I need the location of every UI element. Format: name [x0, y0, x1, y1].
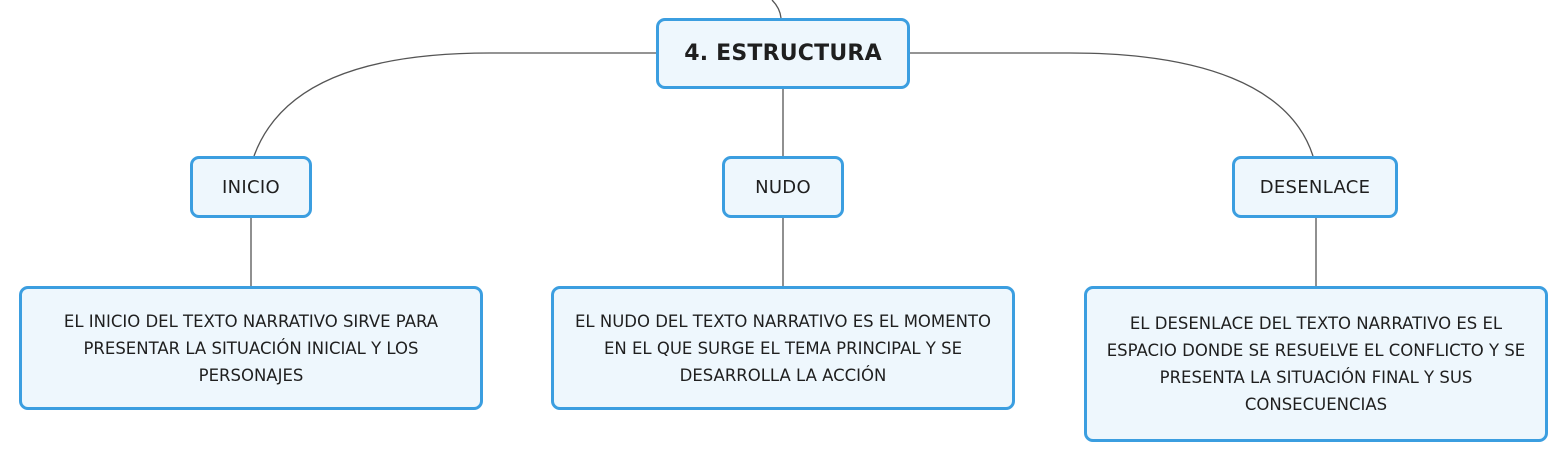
branch-node-desenlace[interactable]: DESENLACE: [1232, 156, 1398, 218]
description-node-desenlace[interactable]: EL DESENLACE DEL TEXTO NARRATIVO ES EL E…: [1084, 286, 1548, 442]
description-nudo-text: EL NUDO DEL TEXTO NARRATIVO ES EL MOMENT…: [575, 311, 991, 385]
root-node-label: 4. ESTRUCTURA: [684, 41, 882, 66]
description-node-nudo[interactable]: EL NUDO DEL TEXTO NARRATIVO ES EL MOMENT…: [551, 286, 1015, 410]
connector-root-inicio: [253, 52, 656, 157]
branch-node-nudo[interactable]: NUDO: [722, 156, 844, 218]
description-node-inicio[interactable]: EL INICIO DEL TEXTO NARRATIVO SIRVE PARA…: [19, 286, 483, 410]
connector-from-parent: [771, 0, 782, 19]
description-inicio-text: EL INICIO DEL TEXTO NARRATIVO SIRVE PARA…: [63, 311, 439, 385]
branch-node-desenlace-label: DESENLACE: [1259, 176, 1371, 198]
description-desenlace-text: EL DESENLACE DEL TEXTO NARRATIVO ES EL E…: [1106, 314, 1526, 414]
branch-node-inicio-label: INICIO: [222, 176, 280, 198]
connector-root-desenlace: [910, 52, 1314, 157]
branch-node-nudo-label: NUDO: [755, 176, 811, 198]
root-node-estructura[interactable]: 4. ESTRUCTURA: [656, 18, 910, 89]
branch-node-inicio[interactable]: INICIO: [190, 156, 312, 218]
